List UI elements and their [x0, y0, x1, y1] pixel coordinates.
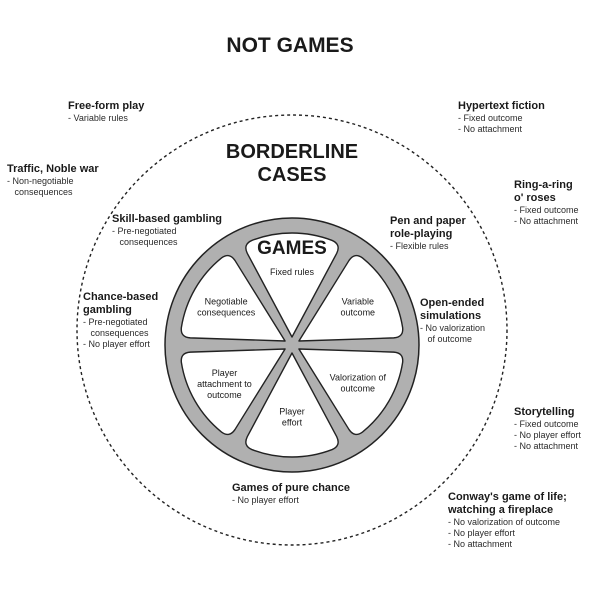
wedge-negotiable-consequences	[180, 254, 286, 342]
label-heading: Ring-a-ring	[514, 179, 573, 191]
borderline-title-line1: BORDERLINE	[226, 141, 358, 163]
label-note: - Variable rules	[68, 113, 128, 123]
label-hypertext-fiction: Hypertext fiction- Fixed outcome- No att…	[458, 100, 545, 134]
label-heading: watching a fireplace	[447, 504, 553, 516]
label-heading: Pen and paper	[390, 215, 467, 227]
label-note: - No attachment	[458, 124, 523, 134]
wedge-label-valorization-of-outcome: Valorization of	[330, 373, 387, 383]
label-heading: Chance-based	[83, 291, 158, 303]
label-heading: Storytelling	[514, 406, 575, 418]
borderline-boundary-circle	[76, 114, 508, 546]
wedge-label-negotiable-consequences: consequences	[197, 308, 256, 318]
label-skill-based-gambling: Skill-based gambling- Pre-negotiated con…	[112, 213, 222, 247]
label-note: - No player effort	[83, 339, 150, 349]
wedge-label-variable-outcome: Variable	[342, 297, 374, 307]
label-note: - No valorization of outcome	[448, 517, 560, 527]
wedge-fixed-rules	[245, 232, 339, 338]
games-title: GAMES	[257, 238, 327, 259]
wedge-label-negotiable-consequences: Negotiable	[205, 297, 248, 307]
label-heading: Skill-based gambling	[112, 213, 222, 225]
label-note: - No attachment	[514, 441, 579, 451]
wedge-label-player-effort: Player	[279, 407, 305, 417]
label-traffic-noble-war: Traffic, Noble war- Non-negotiable conse…	[7, 163, 99, 197]
borderline-title-line2: CASES	[258, 164, 327, 186]
wedge-player-effort	[245, 352, 339, 458]
wedge-label-valorization-of-outcome: outcome	[341, 384, 376, 394]
label-note: - Non-negotiable	[7, 176, 74, 186]
label-note: - Pre-negotiated	[83, 317, 148, 327]
label-note: consequences	[83, 328, 149, 338]
label-free-form-play: Free-form play- Variable rules	[68, 100, 145, 123]
wedge-valorization-of-outcome	[298, 348, 404, 436]
wedge-label-player-attachment: attachment to	[197, 379, 252, 389]
wedge-label-variable-outcome: outcome	[341, 308, 376, 318]
label-note: - Fixed outcome	[514, 419, 579, 429]
label-heading: gambling	[83, 304, 132, 316]
label-storytelling: Storytelling- Fixed outcome- No player e…	[514, 406, 581, 451]
label-heading: simulations	[420, 310, 481, 322]
label-note: - No attachment	[514, 216, 579, 226]
label-heading: role-playing	[390, 228, 452, 240]
label-note: - Fixed outcome	[514, 205, 579, 215]
label-note: - No valorization	[420, 323, 485, 333]
label-note: - Fixed outcome	[458, 113, 523, 123]
label-note: - Flexible rules	[390, 241, 449, 251]
label-note: - Pre-negotiated	[112, 226, 177, 236]
label-heading: Traffic, Noble war	[7, 163, 99, 175]
label-heading: o' roses	[514, 192, 556, 204]
wedge-label-player-effort: effort	[282, 418, 303, 428]
label-games-of-pure-chance: Games of pure chance- No player effort	[232, 482, 350, 505]
label-heading: Conway's game of life;	[448, 491, 567, 503]
label-note: consequences	[7, 187, 73, 197]
label-conways-game-of-life: Conway's game of life;watching a firepla…	[447, 491, 567, 549]
label-note: of outcome	[420, 334, 472, 344]
label-note: consequences	[112, 237, 178, 247]
label-note: - No player effort	[514, 430, 581, 440]
wedge-player-attachment	[180, 348, 286, 436]
label-note: - No player effort	[232, 495, 299, 505]
wedge-label-player-attachment: outcome	[207, 390, 242, 400]
label-heading: Open-ended	[420, 297, 484, 309]
wedge-label-fixed-rules: Fixed rules	[270, 267, 315, 277]
label-heading: Hypertext fiction	[458, 100, 545, 112]
label-note: - No attachment	[448, 539, 513, 549]
wedge-variable-outcome	[298, 254, 404, 342]
label-heading: Free-form play	[68, 100, 145, 112]
label-note: - No player effort	[448, 528, 515, 538]
wedge-label-player-attachment: Player	[212, 368, 238, 378]
not-games-title: NOT GAMES	[226, 34, 353, 57]
label-heading: Games of pure chance	[232, 482, 350, 494]
